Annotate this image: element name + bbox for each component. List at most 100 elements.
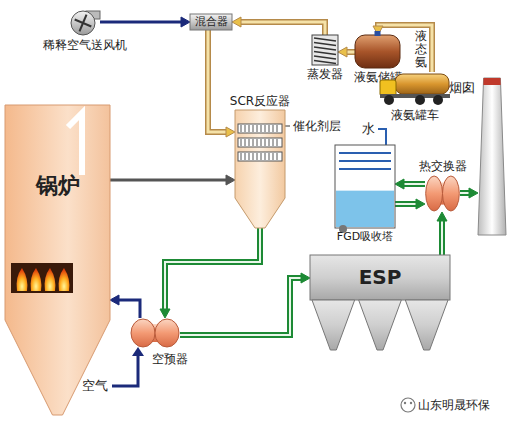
chimney-band	[483, 78, 500, 85]
esp-hopper	[405, 300, 448, 350]
pipe-connector	[395, 179, 425, 189]
boiler-flue	[68, 113, 82, 175]
tank-outline	[355, 35, 400, 68]
ammonia-tank: 液氨储罐	[355, 35, 400, 68]
arrow-head	[226, 175, 235, 185]
pipe-outer	[208, 30, 229, 132]
catalyst-label: 催化剂层	[293, 119, 341, 133]
edge-label: 液态氨	[415, 30, 427, 70]
arrow-head	[395, 179, 404, 189]
arrow-head	[181, 17, 190, 27]
chimney-outline	[478, 78, 506, 235]
catalyst-channel	[249, 139, 250, 146]
pipe-inner	[180, 278, 304, 335]
fan-blade	[75, 19, 83, 23]
flame	[59, 268, 70, 291]
pipe-outer	[110, 179, 229, 182]
catalyst-channel	[269, 139, 270, 146]
catalyst-layer	[238, 124, 282, 133]
catalyst-channel	[257, 139, 258, 146]
pipe-outer	[100, 21, 184, 24]
flame	[45, 268, 56, 291]
pipe-outer	[439, 218, 445, 255]
air-inlet-line	[112, 354, 138, 386]
evaporator-shape	[312, 35, 338, 65]
wechat-icon-dot	[410, 402, 412, 404]
evaporator-coil	[314, 43, 336, 46]
pipe-connector	[395, 199, 425, 209]
wechat-icon-dot	[404, 402, 406, 404]
esp-body	[310, 255, 450, 300]
catalyst-channel	[269, 153, 270, 160]
pipe-outer	[401, 181, 425, 187]
catalyst-channel	[261, 153, 262, 160]
catalyst-channel	[245, 125, 246, 132]
air-inlet-arrow	[132, 347, 144, 356]
ammonia-tank-shape	[355, 35, 400, 68]
arrow-head	[110, 295, 119, 305]
fan-housing	[71, 11, 95, 35]
pipe-outer	[180, 278, 304, 335]
heat-exchanger: 热交换器	[425, 175, 460, 212]
catalyst-channel	[277, 125, 278, 132]
truck-cab	[380, 80, 396, 96]
dilution-fan-shape	[70, 8, 100, 36]
pipe-inner	[441, 218, 443, 255]
evaporator-coil	[314, 52, 336, 55]
catalyst-channel	[273, 125, 274, 132]
catalyst-channel	[241, 125, 242, 132]
tower-slurry	[336, 191, 394, 227]
spray-header	[339, 160, 391, 162]
wechat-icon	[401, 398, 415, 412]
truck-wheel	[433, 95, 443, 105]
exchanger-drum	[131, 319, 155, 347]
evaporator: 蒸发器	[312, 35, 338, 65]
catalyst-channel	[253, 125, 254, 132]
flame	[31, 268, 42, 291]
chimney-shape	[478, 78, 506, 235]
pipe-connector	[180, 273, 310, 335]
evaporator-coil	[314, 56, 336, 59]
arrow-head	[416, 199, 425, 209]
node-label: ESP	[359, 265, 402, 289]
dilution-fan: 稀释空气送风机	[70, 8, 100, 36]
pipe-inner	[395, 203, 419, 205]
catalyst-channel	[249, 125, 250, 132]
evaporator-coil	[314, 38, 336, 41]
node-label: 液氨罐车	[391, 108, 439, 122]
catalyst-channel	[253, 139, 254, 146]
fan-blade	[79, 23, 83, 31]
catalyst-channel	[241, 153, 242, 160]
water-inlet-line	[378, 129, 386, 145]
catalyst-channel	[257, 153, 258, 160]
tank-valve	[375, 31, 381, 36]
node-label: 热交换器	[419, 159, 467, 173]
pipe-connector	[460, 188, 478, 198]
fan-blade	[83, 15, 87, 23]
pipe-connector	[100, 17, 190, 27]
pipe-connector	[437, 212, 447, 255]
node-label: SCR反应器	[230, 94, 290, 108]
boiler-shape	[5, 105, 110, 415]
watermark: 山东明晟环保	[418, 398, 490, 412]
catalyst-channel	[261, 125, 262, 132]
watermark-ground	[398, 394, 522, 416]
catalyst-channel	[273, 139, 274, 146]
pipe-outer	[395, 201, 419, 207]
exchanger-drum	[443, 176, 460, 211]
boiler-outline	[5, 105, 110, 415]
catalyst-channel	[245, 153, 246, 160]
firebox	[11, 263, 73, 293]
arrow-head	[469, 188, 478, 198]
tower-outline	[335, 145, 395, 228]
air-preheater-shape	[130, 318, 180, 348]
tanker-truck: 液氨罐车	[380, 72, 450, 106]
pipe-inner	[165, 228, 260, 312]
truck-tank	[395, 74, 449, 94]
catalyst-channel	[273, 153, 274, 160]
fan-blade	[83, 23, 91, 27]
reactor-outline	[235, 110, 285, 228]
air-label: 空气	[82, 378, 108, 394]
esp-hopper	[312, 300, 355, 350]
